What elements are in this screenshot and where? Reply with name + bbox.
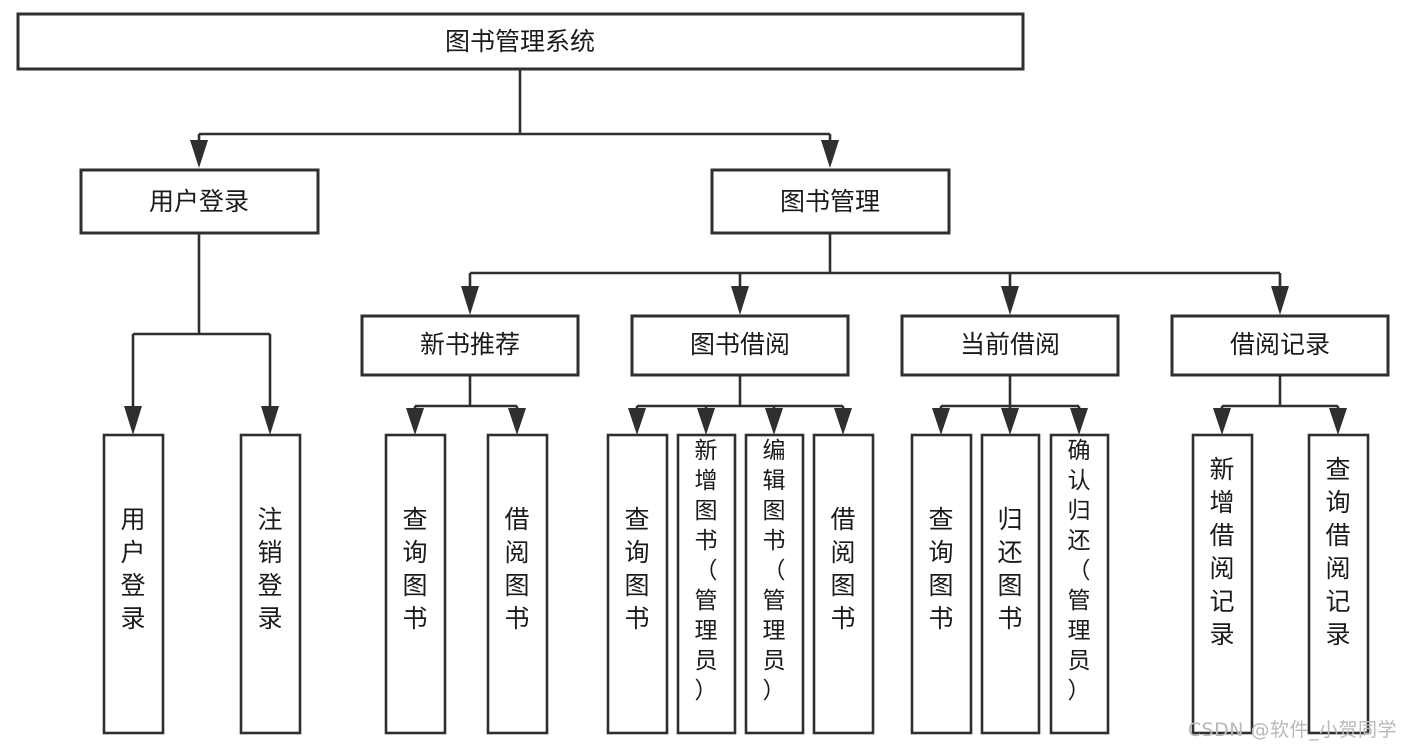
node-user-login[interactable]: 用户登录 — [79, 168, 320, 235]
node-new-book-recommend[interactable]: 新书推荐 — [360, 314, 580, 377]
leaf-query-record-label: 查询借阅记录 — [1325, 455, 1350, 649]
leaf-node-add-book[interactable]: 新增图书（管理员） — [676, 433, 737, 735]
node-root[interactable]: 图书管理系统 — [16, 12, 1025, 71]
connector-book-borrow-to-leaves — [628, 375, 852, 435]
leaf-query-book-3-box — [910, 433, 973, 735]
leaf-node-borrow-book-1[interactable]: 借阅图书 — [486, 433, 549, 735]
leaf-node-query-book-3[interactable]: 查询图书 — [910, 433, 973, 735]
leaf-node-return-book[interactable]: 归还图书 — [980, 433, 1041, 735]
arrow-to-user-login — [190, 140, 208, 168]
arrow-to-leaf-query-record — [1329, 408, 1347, 435]
leaf-query-book-2-box — [606, 433, 669, 735]
leaf-node-confirm-return[interactable]: 确认归还（管理员） — [1049, 433, 1110, 735]
leaf-return-book-label: 归还图书 — [997, 505, 1022, 633]
leaf-node-edit-book[interactable]: 编辑图书（管理员） — [744, 433, 805, 735]
leaf-add-book-box — [676, 433, 737, 735]
user-login-label: 用户登录 — [149, 187, 249, 216]
connector-borrow-record-to-leaves — [1213, 375, 1347, 435]
connector-user-login-to-leaves — [124, 233, 279, 435]
csdn-watermark: CSDN @软件_小贺同学 — [1187, 719, 1397, 741]
connector-new-book-recommend-to-leaves — [406, 375, 526, 435]
arrow-to-leaf-query-book-3 — [932, 408, 950, 435]
arrow-to-current-borrow — [1001, 286, 1019, 315]
arrow-to-leaf-logout — [261, 406, 279, 435]
leaf-edit-book-box — [744, 433, 805, 735]
connector-root-to-level2 — [190, 69, 839, 168]
leaf-node-query-book-2[interactable]: 查询图书 — [606, 433, 669, 735]
current-borrow-label: 当前借阅 — [960, 330, 1060, 359]
connector-book-manage-to-level3 — [461, 233, 1289, 315]
leaf-query-book-1-label: 查询图书 — [402, 505, 427, 633]
new-book-recommend-label: 新书推荐 — [420, 330, 520, 359]
leaf-add-record-box — [1191, 433, 1254, 735]
leaf-node-logout[interactable]: 注销登录 — [239, 433, 302, 735]
leaf-query-book-2-label: 查询图书 — [624, 505, 649, 633]
arrow-to-leaf-user-login — [124, 406, 142, 435]
leaf-borrow-book-1-label: 借阅图书 — [504, 505, 529, 633]
leaf-add-book-label: 新增图书（管理员） — [695, 438, 718, 704]
node-book-borrow[interactable]: 图书借阅 — [630, 314, 850, 377]
arrow-to-leaf-borrow-book-1 — [508, 408, 526, 435]
leaf-logout-box — [239, 433, 302, 735]
arrow-to-leaf-add-book — [697, 408, 715, 435]
root-box — [16, 12, 1025, 71]
leaf-borrow-book-2-label: 借阅图书 — [830, 505, 855, 633]
leaf-user-login-box — [102, 433, 165, 735]
user-login-box — [79, 168, 320, 235]
leaf-logout-label: 注销登录 — [257, 505, 282, 633]
leaf-user-login-label: 用户登录 — [120, 505, 145, 633]
leaf-node-borrow-book-2[interactable]: 借阅图书 — [812, 433, 875, 735]
leaf-node-query-record[interactable]: 查询借阅记录 — [1307, 433, 1370, 735]
arrow-to-book-borrow — [731, 286, 749, 315]
leaf-query-record-box — [1307, 433, 1370, 735]
borrow-record-label: 借阅记录 — [1230, 330, 1330, 359]
arrow-to-book-manage — [821, 140, 839, 168]
arrow-to-leaf-return-book — [1001, 408, 1019, 435]
leaf-borrow-book-2-box — [812, 433, 875, 735]
arrow-to-leaf-query-book-1 — [406, 408, 424, 435]
arrow-to-leaf-add-record — [1213, 408, 1231, 435]
arrow-to-borrow-record — [1271, 286, 1289, 315]
leaf-query-book-1-box — [384, 433, 447, 735]
arrow-to-leaf-edit-book — [765, 408, 783, 435]
root-label: 图书管理系统 — [445, 27, 595, 56]
arrow-to-leaf-confirm-return — [1070, 408, 1088, 435]
leaf-return-book-box — [980, 433, 1041, 735]
arrow-to-new-book-recommend — [461, 286, 479, 315]
leaf-add-record-label: 新增借阅记录 — [1209, 455, 1234, 649]
connector-current-borrow-to-leaves — [932, 375, 1088, 435]
leaf-confirm-return-label: 确认归还（管理员） — [1068, 438, 1091, 704]
arrow-to-leaf-query-book-2 — [628, 408, 646, 435]
leaf-node-add-record[interactable]: 新增借阅记录 — [1191, 433, 1254, 735]
leaf-node-query-book-1[interactable]: 查询图书 — [384, 433, 447, 735]
new-book-recommend-box — [360, 314, 580, 377]
leaf-borrow-book-1-box — [486, 433, 549, 735]
current-borrow-box — [900, 314, 1120, 377]
node-book-manage[interactable]: 图书管理 — [710, 168, 951, 235]
leaf-confirm-return-box — [1049, 433, 1110, 735]
leaf-node-user-login[interactable]: 用户登录 — [102, 433, 165, 735]
leaf-edit-book-label: 编辑图书（管理员） — [763, 438, 786, 704]
leaf-query-book-3-label: 查询图书 — [928, 505, 953, 633]
node-current-borrow[interactable]: 当前借阅 — [900, 314, 1120, 377]
node-borrow-record[interactable]: 借阅记录 — [1170, 314, 1390, 377]
book-borrow-label: 图书借阅 — [690, 330, 790, 359]
arrow-to-leaf-borrow-book-2 — [834, 408, 852, 435]
book-manage-label: 图书管理 — [780, 187, 880, 216]
